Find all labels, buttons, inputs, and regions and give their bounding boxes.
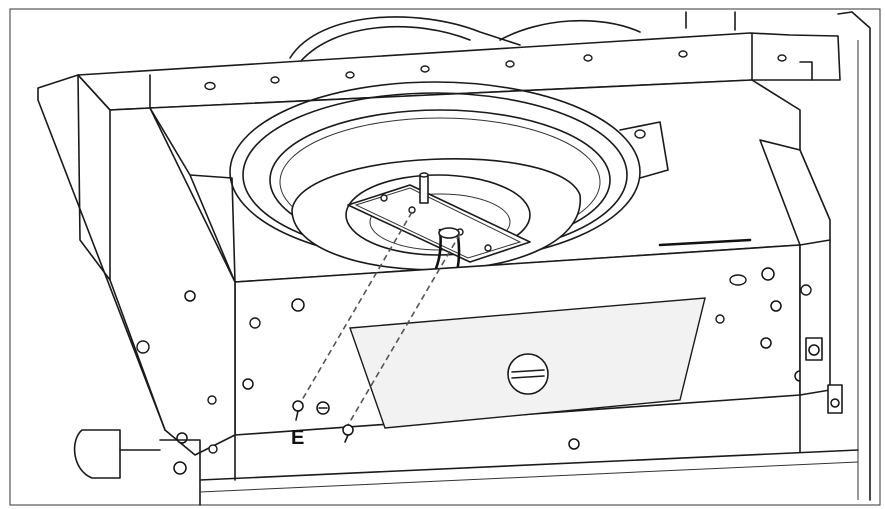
motor-dome-ring [345, 174, 531, 256]
stud-top [419, 172, 429, 178]
leader-line [301, 211, 413, 401]
blower-housing-arc-inner [299, 26, 471, 63]
screw-icon [292, 400, 304, 421]
blower-housing-arc [289, 16, 521, 59]
flange-hole [505, 60, 515, 68]
right-bracket-edge [799, 239, 831, 246]
leader-line [347, 233, 461, 426]
screw-icon [184, 290, 196, 302]
bracket-inner [354, 187, 522, 259]
flange-hole [777, 54, 787, 62]
cabinet-top-right [837, 11, 853, 15]
left-panel-edge [109, 279, 166, 431]
screw-icon [830, 398, 840, 408]
terminal-stud [419, 174, 429, 204]
flange-slot [799, 61, 813, 81]
screw-icon [568, 438, 580, 450]
housing-ear-hole [634, 129, 646, 139]
right-bracket-slot [805, 337, 823, 361]
cabinet-right-edge [851, 11, 871, 501]
left-panel-hole [208, 444, 218, 454]
panel-knob-slot [511, 375, 545, 379]
flange-hole [583, 54, 593, 62]
screw-icon [761, 267, 775, 281]
screw-icon [342, 424, 354, 443]
callout-label-e: E [291, 427, 305, 449]
figure-frame [9, 8, 881, 506]
box-hole [715, 314, 725, 324]
screw-icon [808, 344, 820, 356]
screw-icon [316, 401, 330, 415]
left-panel-hole [207, 395, 217, 405]
screw-icon [173, 461, 187, 475]
flange-hole [678, 50, 688, 58]
base-rail [199, 449, 859, 481]
left-panel-return [189, 174, 236, 283]
bracket-hole [380, 194, 388, 202]
screw-icon [760, 337, 772, 349]
panel-knob-slot [511, 369, 545, 373]
flange-hole [420, 65, 430, 73]
screw-icon [242, 378, 254, 390]
conduit-end [438, 227, 460, 239]
base-rail-edge [199, 461, 859, 493]
box-hole [249, 317, 261, 329]
flange-hole [345, 71, 355, 79]
flange-hole [270, 76, 280, 84]
left-panel-hole [136, 340, 150, 354]
bracket-hole [484, 244, 492, 252]
gas-valve-fitting [73, 429, 121, 479]
right-bracket-hole [800, 284, 812, 296]
rear-cover-arc [499, 19, 641, 41]
housing-ear [619, 121, 669, 179]
mounting-bracket-icon [347, 184, 531, 263]
box-slot [729, 274, 747, 286]
screw-icon [770, 300, 782, 312]
deck-rib [658, 238, 752, 247]
screw-icon [176, 432, 188, 444]
screw-icon [291, 298, 305, 312]
lower-frame [159, 439, 201, 506]
panel-knob [507, 353, 549, 395]
flange-hole [204, 81, 216, 91]
